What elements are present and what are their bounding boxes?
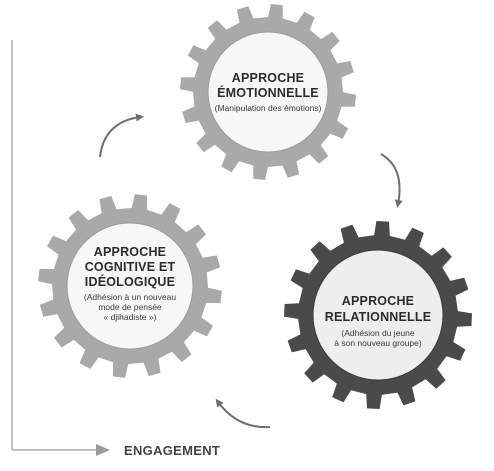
- gear-face: [207, 31, 329, 153]
- gear-subtitle-line-1: (Manipulation des émotions): [215, 103, 322, 113]
- gear-face: [66, 222, 194, 350]
- gear-subtitle-line-1: (Adhésion à un nouveau: [84, 292, 176, 302]
- gear-title-line-3: IDÉOLOGIQUE: [85, 274, 175, 289]
- gear-subtitle-line-2: mode de pensée: [98, 302, 162, 312]
- gear-title-line-2: ÉMOTIONNELLE: [217, 85, 319, 100]
- gear-title-line-1: APPROCHE: [232, 71, 304, 85]
- gear-subtitle-line-2: à son nouveau groupe): [334, 338, 422, 348]
- gear-emotionnelle: APPROCHE ÉMOTIONNELLE (Manipulation des …: [180, 4, 356, 180]
- gear-title-line-1: APPROCHE: [94, 245, 166, 259]
- gear-cognitive: APPROCHE COGNITIVE ET IDÉOLOGIQUE (Adhés…: [38, 194, 222, 378]
- gear-title-line-1: APPROCHE: [342, 294, 414, 308]
- arrow-relationnelle-to-cognitive: [215, 398, 271, 429]
- gear-subtitle-line-3: « djihadiste »): [104, 312, 157, 322]
- cycle-arrows: [99, 113, 403, 429]
- gear-title-line-2: RELATIONNELLE: [325, 310, 432, 324]
- engagement-axis: ENGAGEMENT: [11, 40, 220, 458]
- gear-face: [312, 249, 444, 381]
- gear-title-line-2: COGNITIVE ET: [85, 260, 176, 274]
- arrow-cognitive-to-emotionnelle: [99, 113, 144, 158]
- gear-subtitle-line-1: (Adhésion du jeune: [341, 328, 415, 338]
- axis-label: ENGAGEMENT: [124, 443, 220, 458]
- gear-relationnelle: APPROCHE RELATIONNELLE (Adhésion du jeun…: [284, 221, 472, 409]
- arrow-emotionnelle-to-relationnelle: [380, 153, 403, 208]
